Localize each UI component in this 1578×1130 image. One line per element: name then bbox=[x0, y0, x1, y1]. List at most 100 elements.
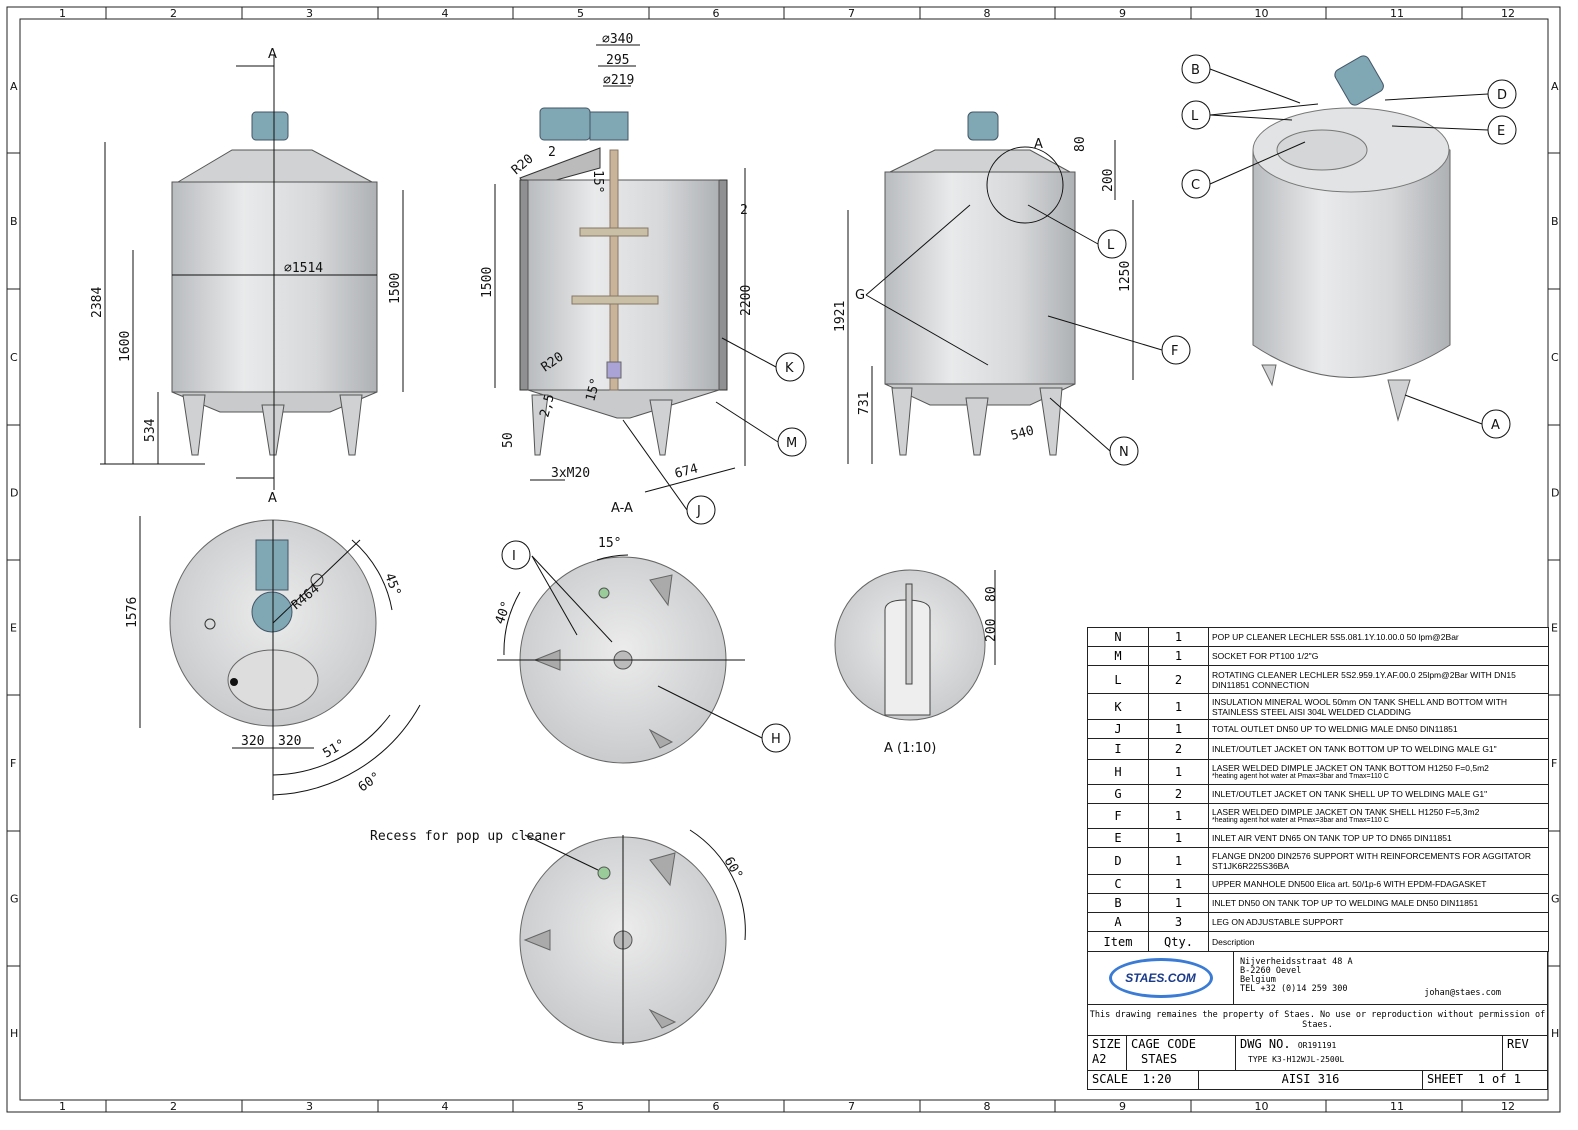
part-item: E bbox=[1087, 828, 1149, 848]
part-qty: 1 bbox=[1148, 803, 1209, 829]
desc-text: ROTATING CLEANER LECHLER 5S2.959.1Y.AF.0… bbox=[1212, 669, 1516, 690]
address-line: Nijverheidsstraat 48 A bbox=[1240, 957, 1353, 967]
dim-overall-height: 2384 bbox=[90, 287, 105, 318]
part-description: INLET AIR VENT DN65 ON TANK TOP UP TO DN… bbox=[1208, 828, 1549, 848]
parts-row: N 1 POP UP CLEANER LECHLER 5S5.081.1Y.10… bbox=[1087, 627, 1549, 647]
grid-row-label: H bbox=[10, 1027, 18, 1040]
part-qty: 1 bbox=[1148, 828, 1209, 848]
part-qty: 1 bbox=[1148, 874, 1209, 894]
callout-h: H bbox=[771, 732, 781, 747]
part-description: LASER WELDED DIMPLE JACKET ON TANK SHELL… bbox=[1208, 803, 1549, 829]
dim-flange-diameter: ⌀340 bbox=[602, 32, 633, 47]
desc-text: INSULATION MINERAL WOOL 50mm ON TANK SHE… bbox=[1212, 696, 1508, 717]
grid-row-label: E bbox=[1551, 622, 1558, 635]
company-email: johan@staes.com bbox=[1424, 988, 1501, 998]
grid-row-label: C bbox=[1551, 351, 1559, 364]
desc-text: LASER WELDED DIMPLE JACKET ON TANK BOTTO… bbox=[1212, 763, 1489, 773]
parts-row: A 3 LEG ON ADJUSTABLE SUPPORT bbox=[1087, 912, 1549, 932]
grid-row-label: G bbox=[1551, 893, 1560, 906]
grid-row-label: D bbox=[1551, 487, 1559, 500]
grid-column-label: 12 bbox=[1501, 7, 1515, 20]
parts-row: G 2 INLET/OUTLET JACKET ON TANK SHELL UP… bbox=[1087, 784, 1549, 804]
parts-row: D 1 FLANGE DN200 DIN2576 SUPPORT WITH RE… bbox=[1087, 847, 1549, 875]
desc-text: SOCKET FOR PT100 1/2"G bbox=[1212, 651, 1319, 661]
title-block: STAES.COM Nijverheidsstraat 48 A B-2260 … bbox=[1087, 952, 1548, 1090]
dim-diameter: ⌀1514 bbox=[284, 261, 323, 276]
grid-row-label: C bbox=[10, 351, 18, 364]
grid-row-label: D bbox=[10, 487, 18, 500]
grid-column-label: 6 bbox=[713, 7, 720, 20]
header-description: Description bbox=[1208, 931, 1549, 952]
desc-note: *heating agent hot water at Pmax=3bar an… bbox=[1212, 773, 1389, 780]
grid-row-label: A bbox=[1551, 80, 1559, 93]
dim-shell-height: 1500 bbox=[480, 267, 495, 298]
dim-1921: 1921 bbox=[833, 301, 848, 332]
parts-row: B 1 INLET DN50 ON TANK TOP UP TO WELDING… bbox=[1087, 893, 1549, 913]
scale-label: SCALE bbox=[1092, 1072, 1129, 1086]
grid-column-label: 10 bbox=[1255, 1100, 1269, 1113]
grid-column-label: 8 bbox=[984, 7, 991, 20]
dim-overall-height: 2200 bbox=[739, 285, 754, 316]
dim-top-diameter: 1576 bbox=[125, 597, 140, 628]
grid-row-label: F bbox=[1551, 757, 1557, 770]
bottom-view: I H 15° 40° bbox=[493, 536, 791, 764]
callout-a: A bbox=[1491, 418, 1500, 433]
size-value: A2 bbox=[1092, 1052, 1107, 1066]
dim-540: 540 bbox=[1009, 423, 1036, 444]
callout-c: C bbox=[1191, 178, 1200, 193]
callout-l: L bbox=[1107, 238, 1115, 253]
dim-inner-diameter: ⌀219 bbox=[603, 73, 634, 88]
dim-leg-height: 534 bbox=[143, 418, 158, 442]
grid-column-label: 9 bbox=[1119, 7, 1126, 20]
part-item: N bbox=[1087, 627, 1149, 647]
callout-bubbles: L F N bbox=[1097, 229, 1191, 466]
part-description: INLET DN50 ON TANK TOP UP TO WELDING MAL… bbox=[1208, 893, 1549, 913]
grid-row-label: G bbox=[10, 893, 19, 906]
dwg-label: DWG NO. bbox=[1240, 1037, 1291, 1051]
part-item: K bbox=[1087, 693, 1149, 720]
scale-value: 1:20 bbox=[1142, 1072, 1172, 1086]
dim-angle-60-bottom: 60° bbox=[721, 855, 746, 883]
section-title: A-A bbox=[611, 501, 633, 516]
grid-row-label: F bbox=[10, 757, 16, 770]
grid-column-label: 2 bbox=[170, 7, 177, 20]
part-qty: 1 bbox=[1148, 759, 1209, 785]
part-description: LEG ON ADJUSTABLE SUPPORT bbox=[1208, 912, 1549, 932]
parts-row: K 1 INSULATION MINERAL WOOL 50mm ON TANK… bbox=[1087, 693, 1549, 720]
part-item: L bbox=[1087, 665, 1149, 694]
detail-view: 80 200 A (1:10) bbox=[834, 569, 999, 756]
dim-bolt-spacing: 295 bbox=[606, 53, 629, 68]
property-notice: This drawing remaines the property of St… bbox=[1089, 1010, 1546, 1030]
detail-title: A (1:10) bbox=[884, 741, 936, 756]
part-item: D bbox=[1087, 847, 1149, 875]
drawing-type: TYPE K3-H12WJL-2500L bbox=[1248, 1055, 1345, 1064]
grid-column-label: 4 bbox=[442, 7, 449, 20]
part-item: M bbox=[1087, 646, 1149, 666]
address-line: Belgium bbox=[1240, 975, 1276, 985]
grid-column-label: 1 bbox=[59, 7, 66, 20]
parts-row: L 2 ROTATING CLEANER LECHLER 5S2.959.1Y.… bbox=[1087, 665, 1549, 694]
part-item: F bbox=[1087, 803, 1149, 829]
grid-column-label: 7 bbox=[848, 1100, 855, 1113]
desc-note: *heating agent hot water at Pmax=3bar an… bbox=[1212, 817, 1389, 824]
rev-label: REV bbox=[1507, 1037, 1529, 1051]
logo-text: STAES.COM bbox=[1108, 958, 1213, 998]
part-qty: 1 bbox=[1148, 893, 1209, 913]
dim-offset-right: 320 bbox=[278, 734, 301, 749]
part-item: H bbox=[1087, 759, 1149, 785]
parts-header-row: Item Qty. Description bbox=[1087, 931, 1549, 952]
grid-column-label: 2 bbox=[170, 1100, 177, 1113]
grid-column-label: 5 bbox=[577, 7, 584, 20]
parts-list: N 1 POP UP CLEANER LECHLER 5S5.081.1Y.10… bbox=[1087, 627, 1549, 952]
callout-l-iso: L bbox=[1191, 109, 1199, 124]
part-item: A bbox=[1087, 912, 1149, 932]
front-view: A A 2384 1600 534 1500 ⌀1514 bbox=[90, 47, 404, 506]
grid-row-label: E bbox=[10, 622, 17, 635]
part-description: INLET/OUTLET JACKET ON TANK BOTTOM UP TO… bbox=[1208, 738, 1549, 760]
parts-row: F 1 LASER WELDED DIMPLE JACKET ON TANK S… bbox=[1087, 803, 1549, 829]
company-logo: STAES.COM bbox=[1088, 952, 1234, 1004]
size-label: SIZE bbox=[1092, 1037, 1121, 1051]
grid-column-label: 1 bbox=[59, 1100, 66, 1113]
